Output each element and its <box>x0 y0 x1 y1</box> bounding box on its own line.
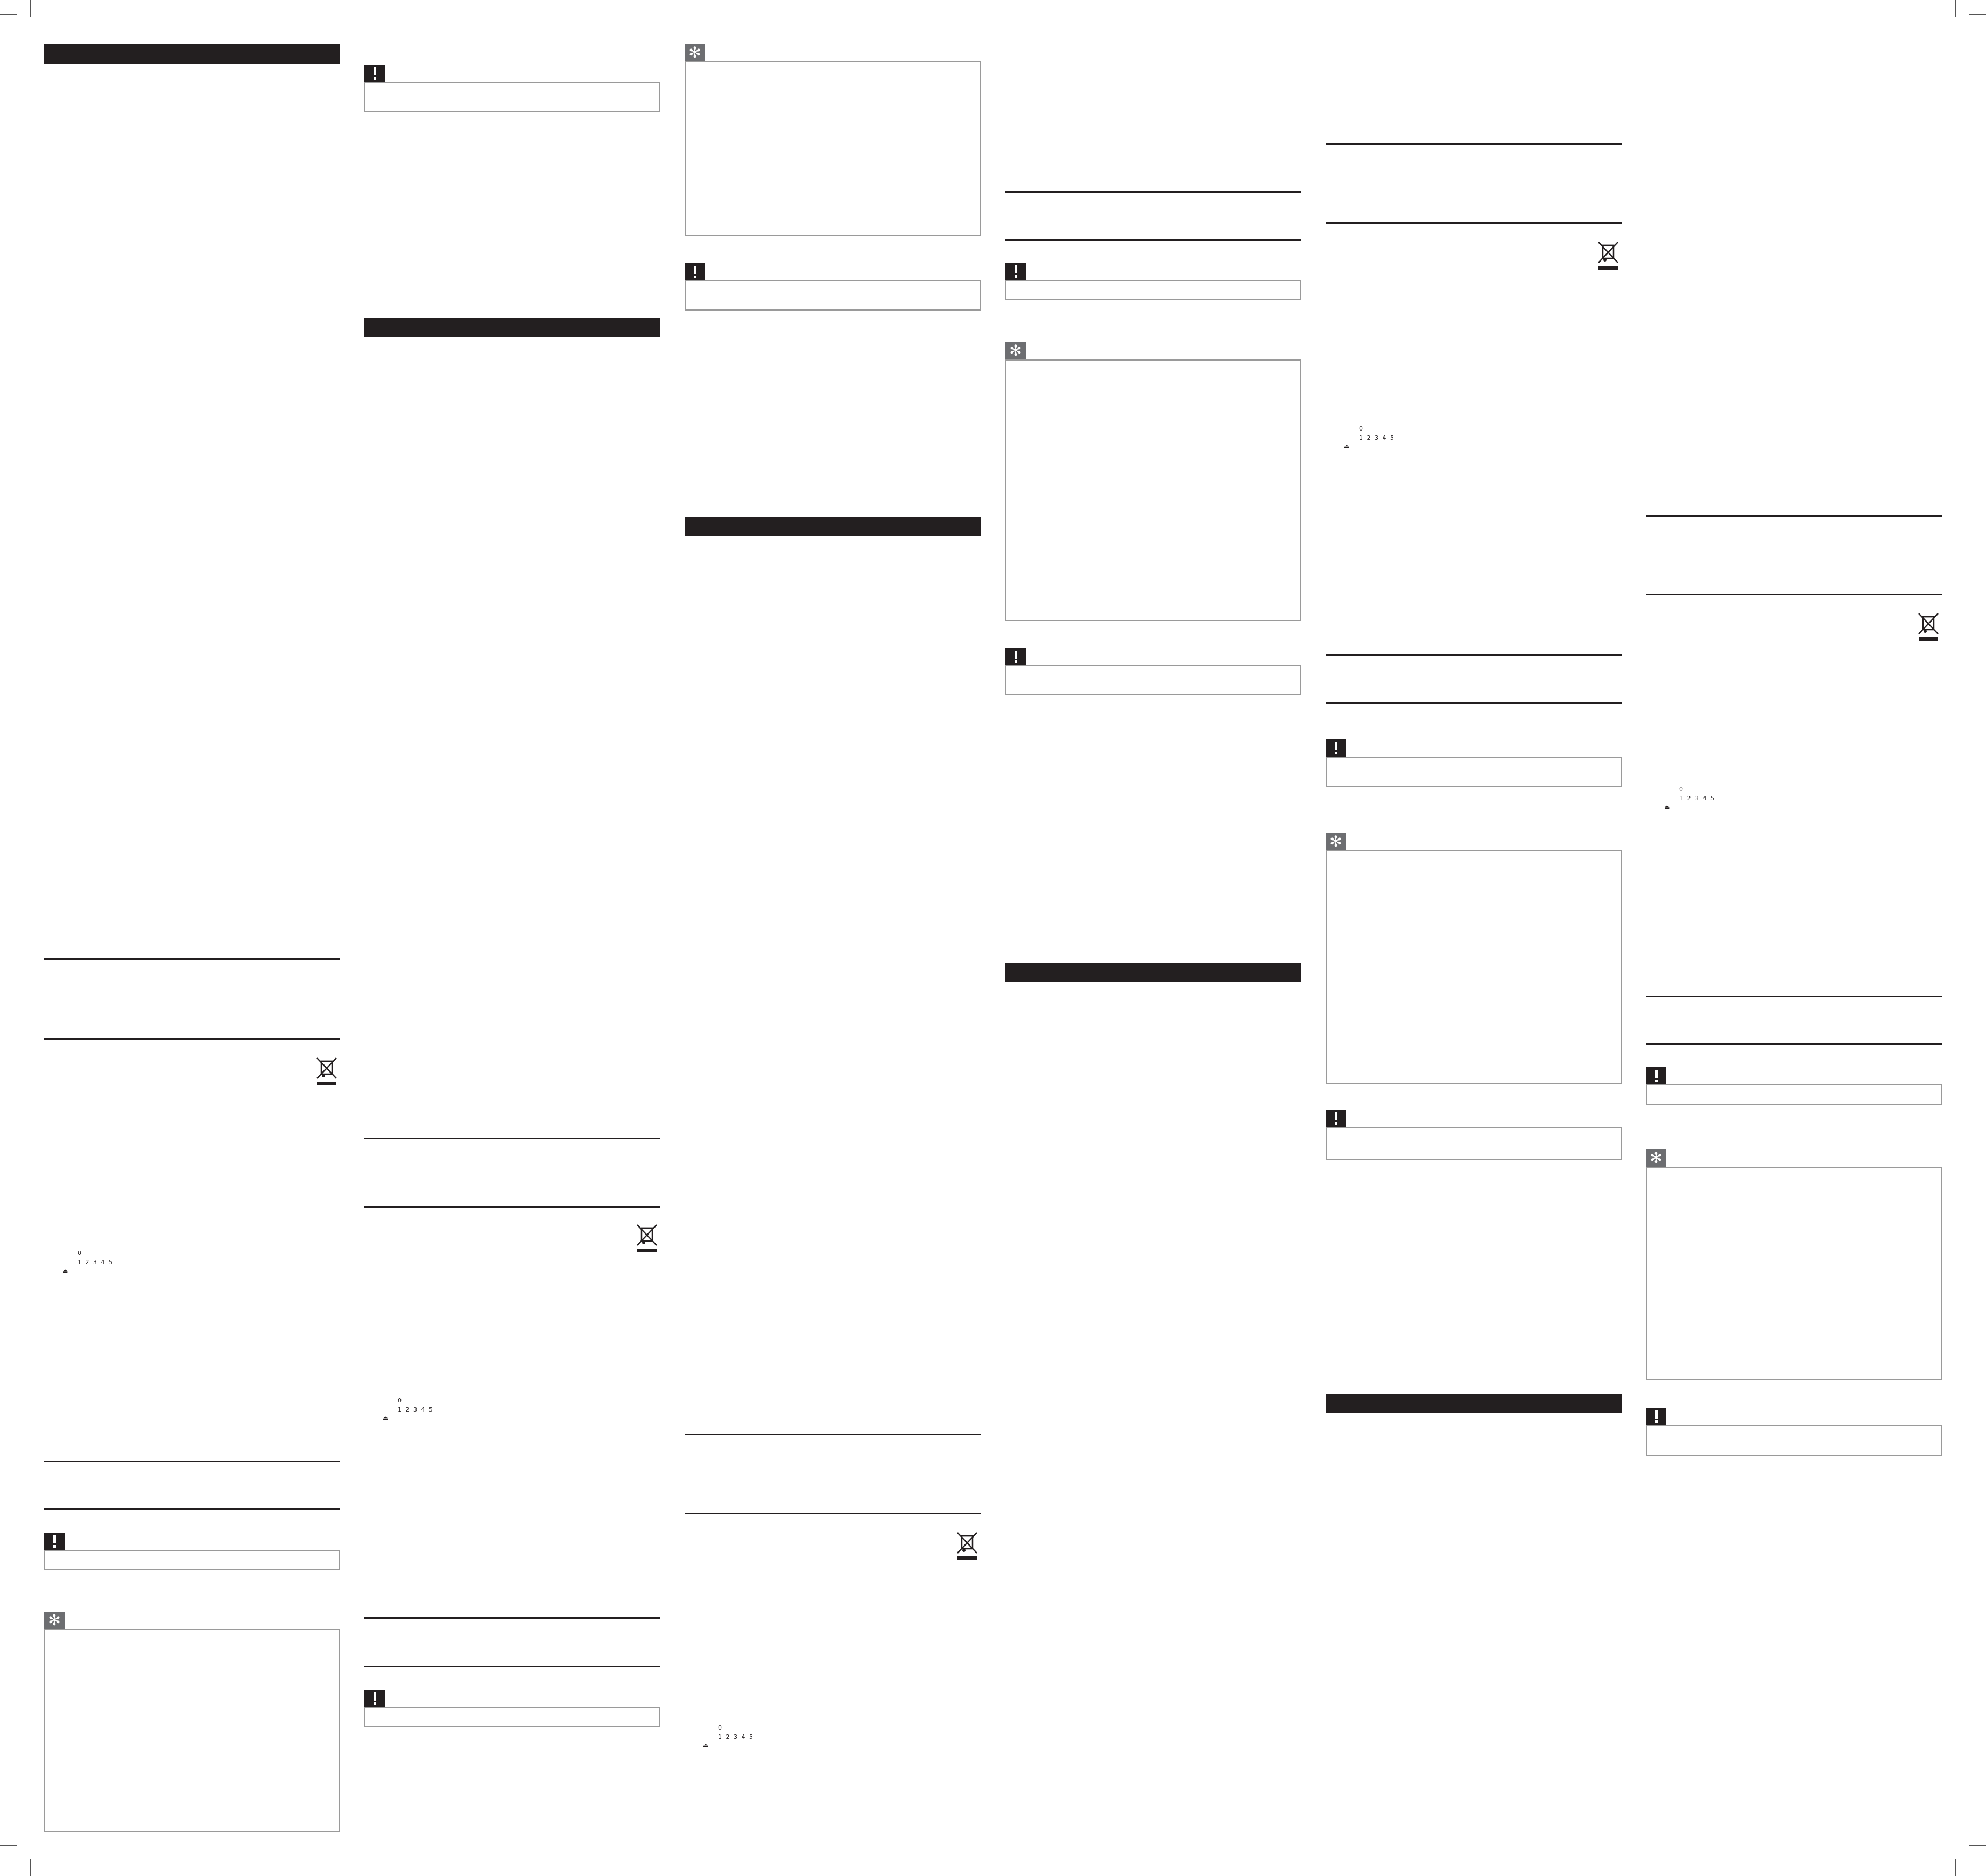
section-divider <box>1005 191 1301 193</box>
caution-box <box>364 1707 660 1727</box>
setting-scale-grid: 0 1 2 3 4 5 ⏏ <box>1664 786 1729 813</box>
exclamation-mark-icon <box>1326 1110 1346 1127</box>
setting-scale-grid: 0 1 2 3 4 5 ⏏ <box>383 1397 447 1424</box>
eject-icon: ⏏ <box>62 1267 68 1274</box>
crossed-out-wheelie-bin-icon <box>1918 613 1939 641</box>
asterisk-icon: ✻ <box>685 44 705 61</box>
setting-scale-grid: 0 1 2 3 4 5 ⏏ <box>62 1250 127 1276</box>
eject-icon: ⏏ <box>383 1415 389 1422</box>
exclamation-mark-icon <box>1646 1067 1666 1084</box>
caution-box <box>1326 1127 1622 1160</box>
eject-icon: ⏏ <box>1664 803 1670 810</box>
section-header-bar <box>685 517 981 536</box>
eject-icon: ⏏ <box>703 1742 709 1749</box>
asterisk-icon: ✻ <box>1005 342 1026 359</box>
crop-mark <box>30 1859 31 1876</box>
asterisk-icon: ✻ <box>1326 833 1346 850</box>
scale-zero-label: 0 <box>718 1724 722 1731</box>
crossed-out-wheelie-bin-icon <box>1598 242 1618 270</box>
section-divider <box>1326 222 1622 224</box>
crossed-out-wheelie-bin-icon <box>957 1532 977 1560</box>
asterisk-icon: ✻ <box>44 1612 65 1629</box>
scale-numbers: 1 2 3 4 5 <box>398 1406 434 1413</box>
scale-numbers: 1 2 3 4 5 <box>1359 434 1395 441</box>
caution-box <box>44 1550 340 1570</box>
tip-box <box>1326 850 1622 1084</box>
exclamation-mark-icon <box>1646 1408 1666 1425</box>
crop-mark <box>0 14 17 15</box>
section-header-bar <box>364 318 660 337</box>
section-divider <box>1646 996 1942 997</box>
scale-zero-label: 0 <box>398 1397 402 1404</box>
exclamation-mark-icon <box>1005 648 1026 665</box>
caution-box <box>1005 665 1301 695</box>
crop-mark <box>1955 1859 1956 1876</box>
scale-numbers: 1 2 3 4 5 <box>78 1259 114 1266</box>
exclamation-mark-icon <box>1005 263 1026 280</box>
scale-numbers: 1 2 3 4 5 <box>718 1733 754 1740</box>
section-divider <box>1646 515 1942 517</box>
crop-mark <box>0 1845 17 1846</box>
scale-numbers: 1 2 3 4 5 <box>1679 795 1715 802</box>
section-divider <box>1005 239 1301 241</box>
section-header-bar <box>44 44 340 64</box>
tip-box <box>1646 1167 1942 1380</box>
crossed-out-wheelie-bin-icon <box>316 1057 337 1085</box>
caution-box <box>364 82 660 112</box>
scale-zero-label: 0 <box>78 1250 81 1257</box>
exclamation-mark-icon <box>44 1533 65 1550</box>
section-divider <box>364 1206 660 1208</box>
exclamation-mark-icon <box>685 263 705 280</box>
tip-box <box>44 1629 340 1832</box>
crop-mark <box>30 0 31 17</box>
caution-box <box>1326 757 1622 787</box>
section-header-bar <box>1005 963 1301 982</box>
crop-mark <box>1955 0 1956 17</box>
section-divider <box>364 1617 660 1619</box>
setting-scale-grid: 0 1 2 3 4 5 ⏏ <box>1344 425 1408 452</box>
section-divider <box>1646 594 1942 595</box>
section-divider <box>685 1434 981 1435</box>
exclamation-mark-icon <box>364 1690 385 1707</box>
section-divider <box>1326 702 1622 704</box>
section-divider <box>44 958 340 960</box>
crop-mark <box>1969 1845 1986 1846</box>
scale-zero-label: 0 <box>1679 786 1683 793</box>
eject-icon: ⏏ <box>1344 443 1350 450</box>
caution-box <box>685 280 981 311</box>
tip-box <box>685 61 981 236</box>
caution-box <box>1005 280 1301 300</box>
caution-box <box>1646 1425 1942 1456</box>
section-divider <box>685 1513 981 1514</box>
scale-zero-label: 0 <box>1359 425 1363 432</box>
section-divider <box>364 1138 660 1139</box>
section-divider <box>1326 143 1622 145</box>
setting-scale-grid: 0 1 2 3 4 5 ⏏ <box>703 1724 767 1751</box>
caution-box <box>1646 1084 1942 1105</box>
section-divider <box>44 1461 340 1462</box>
tip-box <box>1005 359 1301 621</box>
crossed-out-wheelie-bin-icon <box>637 1224 657 1252</box>
section-divider <box>44 1508 340 1510</box>
section-divider <box>1326 654 1622 656</box>
exclamation-mark-icon <box>1326 739 1346 757</box>
section-divider <box>44 1038 340 1040</box>
crop-mark <box>1969 14 1986 15</box>
exclamation-mark-icon <box>364 65 385 82</box>
asterisk-icon: ✻ <box>1646 1149 1666 1167</box>
section-divider <box>364 1666 660 1667</box>
section-header-bar <box>1326 1394 1622 1413</box>
section-divider <box>1646 1043 1942 1045</box>
